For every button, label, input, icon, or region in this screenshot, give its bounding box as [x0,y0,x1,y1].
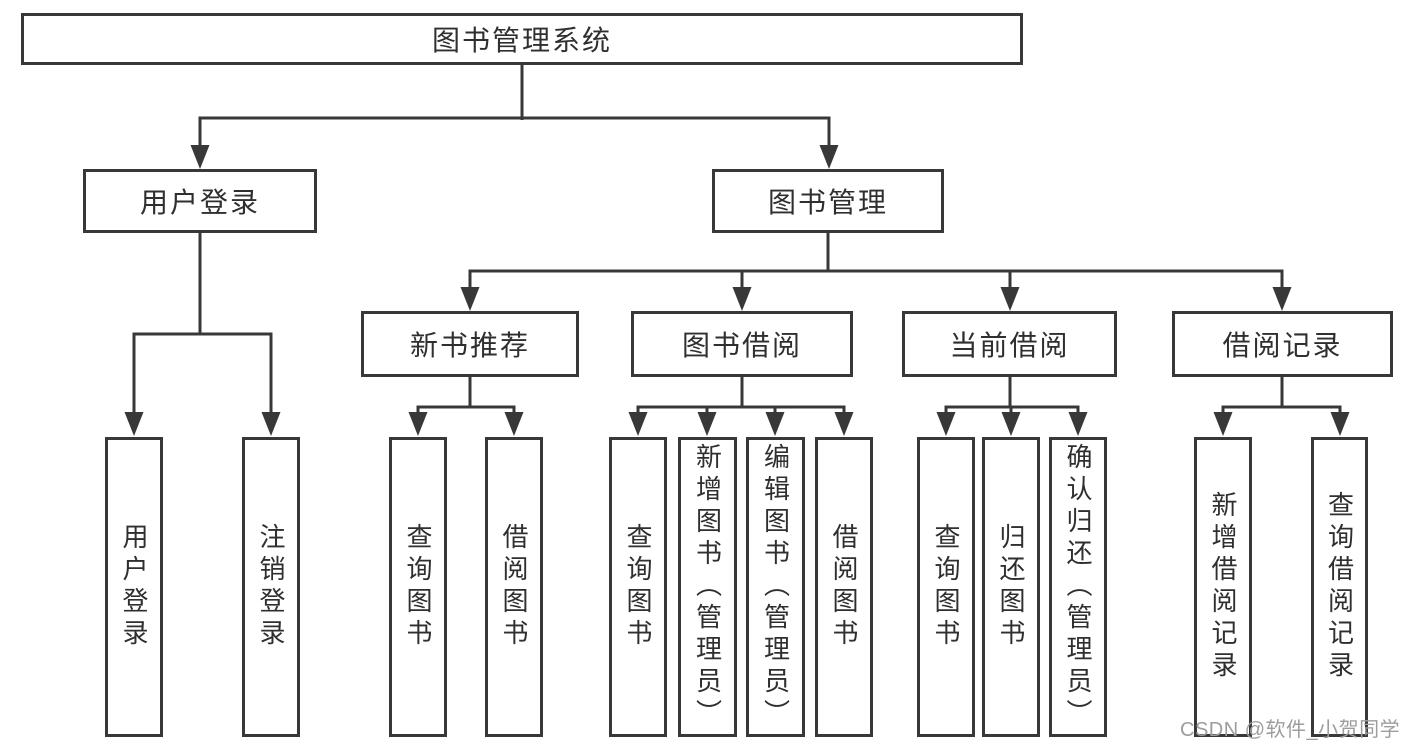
leaf-return-books: 归还图书 [982,437,1040,737]
leaf-edit-books-admin: 编辑图书（管理员） [746,437,805,737]
node-current-borrowing: 当前借阅 [902,311,1117,377]
leaf-user-login: 用户登录 [105,437,163,737]
csdn-watermark: CSDN @软件_小贺同学 [1180,719,1401,741]
node-book-borrowing: 图书借阅 [631,311,853,377]
node-new-book-recommendation: 新书推荐 [361,311,579,377]
leaf-add-borrow-record: 新增借阅记录 [1194,437,1252,737]
leaf-query-books-recommend: 查询图书 [389,437,447,737]
leaf-query-books-borrowing: 查询图书 [609,437,667,737]
node-borrowing-records: 借阅记录 [1172,311,1393,377]
node-book-management: 图书管理 [712,169,944,233]
node-user-login: 用户登录 [83,169,317,233]
node-library-management-system: 图书管理系统 [21,13,1023,65]
leaf-query-books-current: 查询图书 [917,437,975,737]
leaf-borrow-books-borrowing: 借阅图书 [815,437,873,737]
leaf-borrow-books-recommend: 借阅图书 [485,437,543,737]
leaf-add-books-admin: 新增图书（管理员） [678,437,737,737]
leaf-query-borrow-record: 查询借阅记录 [1311,437,1368,737]
leaf-logout-login: 注销登录 [242,437,300,737]
leaf-confirm-return-admin: 确认归还（管理员） [1049,437,1107,737]
